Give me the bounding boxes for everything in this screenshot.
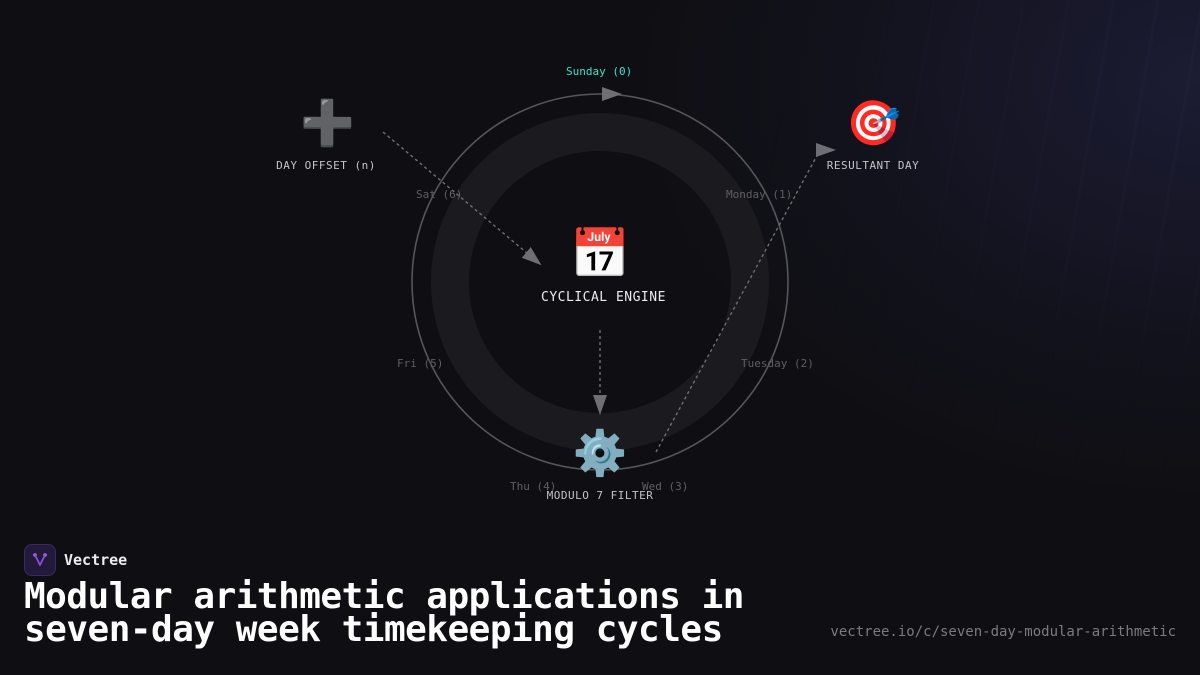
heavy-plus-icon: ➕ bbox=[300, 98, 355, 149]
day-label-thursday: Thu (4) bbox=[510, 480, 557, 493]
cyclical-engine-label: CYCLICAL ENGINE bbox=[541, 290, 666, 305]
brand-name: Vectree bbox=[64, 551, 128, 569]
day-label-friday: Fri (5) bbox=[397, 357, 444, 370]
offset-to-engine-connector bbox=[382, 131, 542, 266]
day-label-tuesday: Tuesday (2) bbox=[741, 357, 814, 370]
day-offset-label: DAY OFFSET (n) bbox=[276, 159, 376, 172]
cycle-ring bbox=[411, 93, 789, 471]
day-label-monday: Monday (1) bbox=[726, 188, 793, 201]
cycle-band bbox=[431, 113, 769, 451]
vectree-logo-icon bbox=[24, 544, 56, 576]
page-title: Modular arithmetic applications in seven… bbox=[24, 576, 744, 650]
resultant-day-label: RESULTANT DAY bbox=[826, 159, 920, 172]
target-icon: 🎯 bbox=[846, 98, 901, 149]
source-url[interactable]: vectree.io/c/seven-day-modular-arithmeti… bbox=[830, 624, 1176, 640]
day-label-wednesday: Wed (3) bbox=[642, 480, 689, 493]
calendar-icon: 📅 bbox=[570, 226, 630, 282]
day-label-sunday: Sunday (0) bbox=[566, 65, 633, 78]
modulo-filter-label: MODULO 7 FILTER bbox=[546, 489, 654, 502]
brand: Vectree bbox=[24, 544, 127, 576]
day-label-saturday: Sat (6) bbox=[416, 188, 463, 201]
gear-icon: ⚙️ bbox=[572, 428, 628, 479]
